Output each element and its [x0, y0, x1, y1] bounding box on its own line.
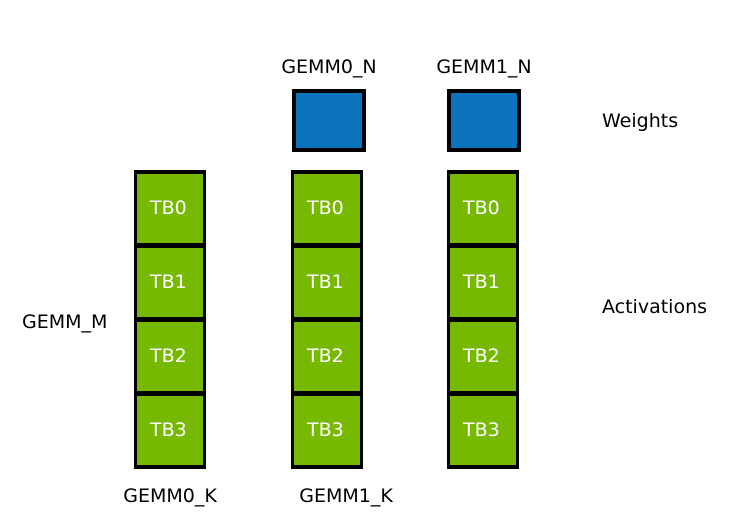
- activation-cell-label: TB1: [150, 271, 187, 293]
- activation-cell[interactable]: TB0: [291, 170, 363, 245]
- activation-cell[interactable]: TB1: [291, 245, 363, 319]
- activation-cell-label: TB2: [463, 345, 500, 367]
- activation-cell-label: TB2: [150, 345, 187, 367]
- activation-cell[interactable]: TB2: [291, 319, 363, 393]
- activation-cell-label: TB0: [307, 197, 344, 219]
- activation-cell[interactable]: TB1: [447, 245, 519, 319]
- activation-cell[interactable]: TB3: [291, 393, 363, 469]
- activation-cell-label: TB0: [150, 197, 187, 219]
- bottom-label-gemm1-k: GEMM1_K: [299, 485, 393, 507]
- weight-block-gemm1[interactable]: [447, 89, 521, 152]
- activation-cell-label: TB0: [463, 197, 500, 219]
- activation-cell[interactable]: TB0: [134, 170, 206, 245]
- column-header-gemm1-line1: GEMM1_N: [436, 56, 532, 78]
- activation-cell-label: TB3: [307, 419, 344, 441]
- activation-cell-label: TB3: [463, 419, 500, 441]
- column-header-gemm0-line1: GEMM0_N: [281, 56, 377, 78]
- activation-column-1[interactable]: TB0 TB1 TB2 TB3: [291, 170, 363, 469]
- weight-block-gemm0[interactable]: [292, 89, 366, 152]
- activation-cell-label: TB1: [463, 271, 500, 293]
- row-label-activations: Activations: [602, 296, 708, 318]
- activation-cell-label: TB3: [150, 419, 187, 441]
- activation-cell[interactable]: TB2: [447, 319, 519, 393]
- bottom-label-gemm0-k: GEMM0_K: [123, 485, 217, 507]
- row-label-weights: Weights: [602, 110, 679, 132]
- activation-cell[interactable]: TB0: [447, 170, 519, 245]
- left-axis-label-gemm-m: GEMM_M: [22, 311, 108, 333]
- activation-cell[interactable]: TB1: [134, 245, 206, 319]
- activation-cell[interactable]: TB3: [134, 393, 206, 469]
- activation-cell[interactable]: TB2: [134, 319, 206, 393]
- activation-column-2[interactable]: TB0 TB1 TB2 TB3: [447, 170, 519, 469]
- activation-column-0[interactable]: TB0 TB1 TB2 TB3: [134, 170, 206, 469]
- activation-cell[interactable]: TB3: [447, 393, 519, 469]
- activation-cell-label: TB1: [307, 271, 344, 293]
- activation-cell-label: TB2: [307, 345, 344, 367]
